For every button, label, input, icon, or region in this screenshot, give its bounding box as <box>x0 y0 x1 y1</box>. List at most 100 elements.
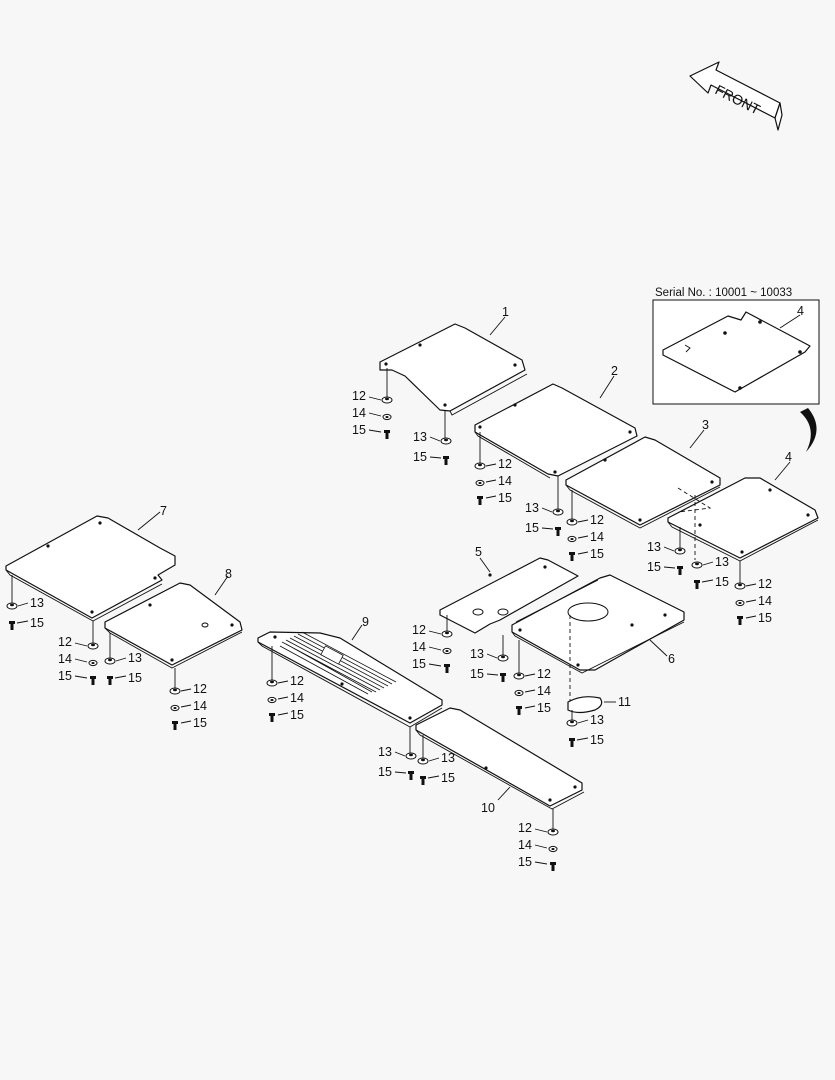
callout-15: 15 <box>30 616 44 630</box>
callout-14: 14 <box>290 691 304 705</box>
flat-washer-12 <box>381 396 393 404</box>
callout-8: 8 <box>225 567 232 581</box>
callout-15: 15 <box>352 423 366 437</box>
callout-13: 13 <box>378 745 392 759</box>
leader-line <box>701 579 714 583</box>
leader-line <box>534 844 548 849</box>
callout-13: 13 <box>30 596 44 610</box>
callout-12: 12 <box>352 389 366 403</box>
leader-line <box>277 680 289 684</box>
callout-1: 1 <box>502 305 509 319</box>
bolt-15 <box>444 664 450 673</box>
bolt-15 <box>408 771 414 780</box>
part-10-plate: 10 <box>415 707 585 830</box>
callout-15: 15 <box>193 716 207 730</box>
leader-line <box>534 828 548 833</box>
bolt-15 <box>550 862 556 871</box>
bolt-15 <box>420 776 426 785</box>
lock-washer-14 <box>442 647 452 655</box>
flat-washer-12 <box>169 687 181 695</box>
callout-12: 12 <box>758 577 772 591</box>
callout-15: 15 <box>412 657 426 671</box>
callout-14: 14 <box>758 594 772 608</box>
flat-washer-13 <box>417 757 429 765</box>
leader-line <box>485 479 497 483</box>
callout-14: 14 <box>412 640 426 654</box>
bolt-15 <box>516 706 522 715</box>
flat-washer-13 <box>104 657 116 665</box>
callout-13: 13 <box>647 540 661 554</box>
callout-6: 6 <box>668 652 675 666</box>
flat-washer-13 <box>552 508 564 516</box>
callout-14: 14 <box>193 699 207 713</box>
lock-washer-14 <box>170 704 180 712</box>
leader-line <box>541 507 553 513</box>
bolt-15 <box>677 566 683 575</box>
callout-13: 13 <box>715 555 729 569</box>
leader-line <box>428 757 440 762</box>
callout-14: 14 <box>498 474 512 488</box>
leader-line <box>486 653 498 659</box>
callout-12: 12 <box>193 682 207 696</box>
leader-line <box>485 463 497 467</box>
leader-line <box>74 642 88 647</box>
callout-12: 12 <box>518 821 532 835</box>
callout-13: 13 <box>470 647 484 661</box>
callout-15: 15 <box>715 575 729 589</box>
leader-line <box>17 602 29 607</box>
bolt-15 <box>172 721 178 730</box>
flat-washer-12 <box>547 828 559 836</box>
leader-line <box>368 412 382 417</box>
callout-5: 5 <box>475 545 482 559</box>
vent-grille <box>279 631 397 695</box>
part-4-plate: 4 <box>667 450 819 585</box>
callout-14: 14 <box>590 530 604 544</box>
callout-14: 14 <box>537 684 551 698</box>
leader-line <box>534 861 548 865</box>
lock-washer-14 <box>382 413 392 421</box>
lock-washer-14 <box>735 599 745 607</box>
lock-washer-14 <box>88 659 98 667</box>
flat-washer-13 <box>440 437 452 445</box>
callout-14: 14 <box>352 406 366 420</box>
callout-3: 3 <box>702 418 709 432</box>
flat-washer-13 <box>691 561 703 569</box>
flat-washer-13 <box>405 752 417 760</box>
front-arrow-icon: FRONT <box>689 61 783 131</box>
leader-line <box>180 720 192 724</box>
leader-line <box>394 751 406 757</box>
callout-13: 13 <box>525 501 539 515</box>
leader-line <box>745 599 757 603</box>
callout-15: 15 <box>58 669 72 683</box>
leader-line <box>180 704 192 708</box>
leader-line <box>74 675 88 679</box>
flat-washer-13 <box>566 719 578 727</box>
callout-12: 12 <box>412 623 426 637</box>
callout-14: 14 <box>518 838 532 852</box>
callout-15: 15 <box>590 733 604 747</box>
callout-13: 13 <box>128 651 142 665</box>
leader-line <box>577 535 589 539</box>
lock-washer-14 <box>567 535 577 543</box>
inset-serial-label: Serial No. : 10001 ~ 10033 <box>655 287 792 299</box>
leader-line <box>524 673 536 677</box>
flat-washer-12 <box>266 679 278 687</box>
leader-line <box>524 705 536 709</box>
flat-washer-12 <box>513 672 525 680</box>
flat-washer-12 <box>734 582 746 590</box>
callout-15: 15 <box>441 771 455 785</box>
bolt-15 <box>107 676 113 685</box>
callout-15: 15 <box>518 855 532 869</box>
leader-line <box>577 551 589 555</box>
part-2-plate: 2 <box>474 364 638 511</box>
fastener-callouts: 12 14 15 13 15 12 14 15 13 15 12 14 15 13 15 13 15 12 14 15… <box>30 389 772 869</box>
leader-line <box>428 630 442 635</box>
bolt-15 <box>569 738 575 747</box>
leader-line <box>524 689 536 693</box>
callout-4: 4 <box>785 450 792 464</box>
callout-15: 15 <box>647 560 661 574</box>
bolt-15 <box>737 616 743 625</box>
flat-washer-13 <box>6 602 18 610</box>
